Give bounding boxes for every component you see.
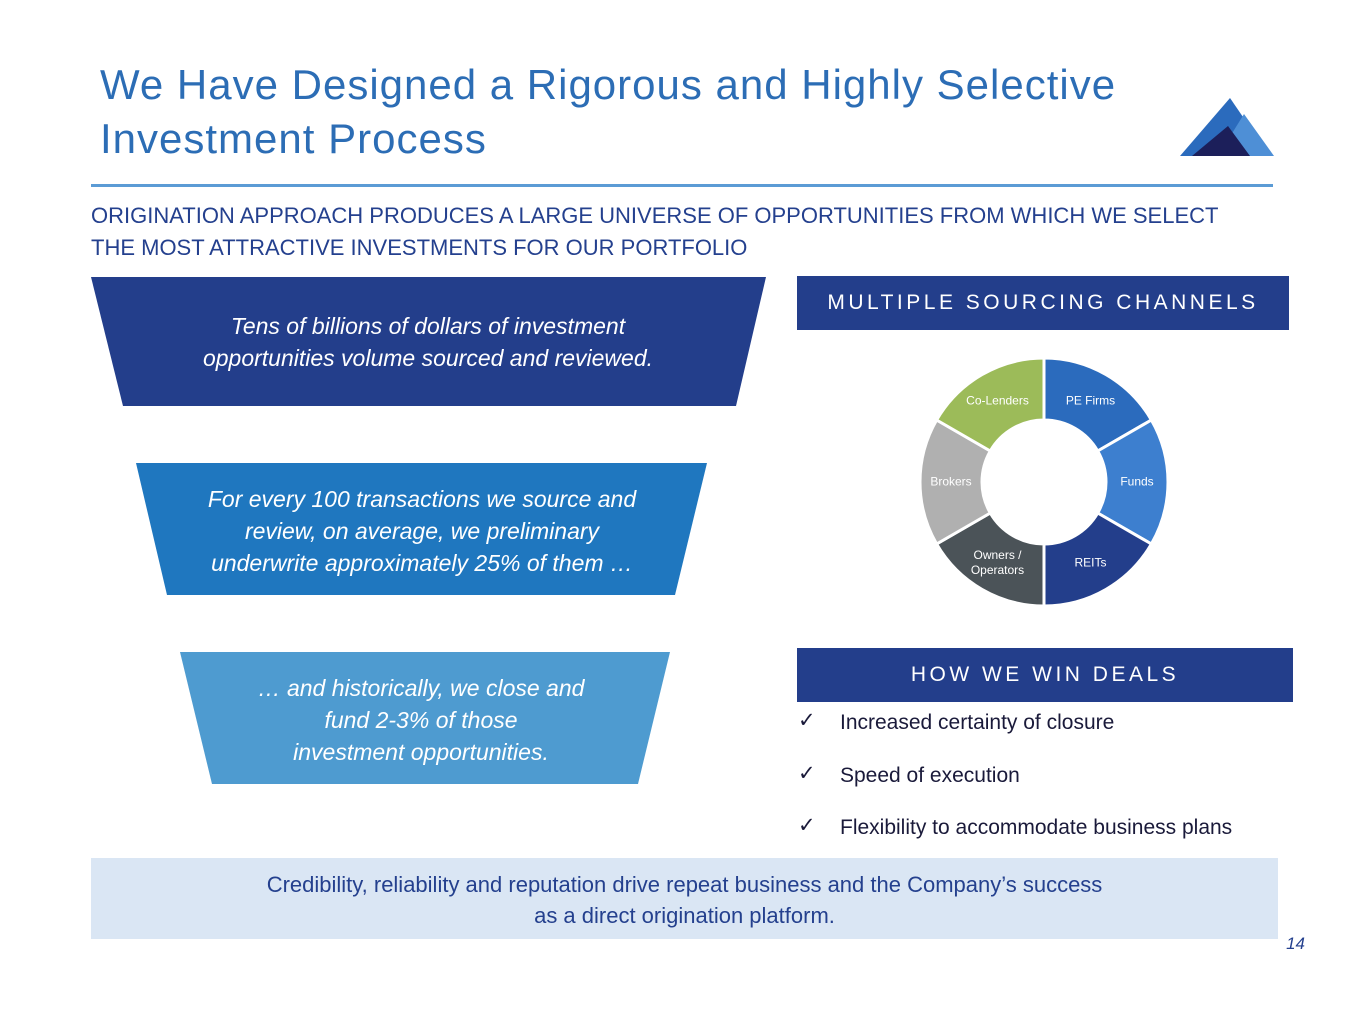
funnel-graphic bbox=[91, 277, 766, 784]
funnel-stage-1-shape bbox=[91, 277, 766, 406]
win-item-label: Speed of execution bbox=[840, 764, 1020, 787]
check-icon: ✓ bbox=[798, 709, 816, 732]
sourcing-channels-heading: MULTIPLE SOURCING CHANNELS bbox=[797, 276, 1289, 330]
win-item-2: ✓ Speed of execution bbox=[798, 761, 1338, 791]
section-subtitle: ORIGINATION APPROACH PRODUCES A LARGE UN… bbox=[91, 203, 1219, 260]
win-item-label: Increased certainty of closure bbox=[840, 711, 1115, 734]
how-we-win-heading: HOW WE WIN DEALS bbox=[797, 648, 1293, 702]
funnel-stage-3-shape bbox=[180, 652, 670, 784]
win-item-3: ✓ Flexibility to accommodate business pl… bbox=[798, 813, 1338, 843]
funnel-stage-2-text: For every 100 transactions we source and… bbox=[207, 486, 637, 576]
funnel-stage-3-text: … and historically, we close and fund 2-… bbox=[257, 675, 585, 765]
check-icon: ✓ bbox=[798, 762, 816, 785]
win-item-label: Flexibility to accommodate business plan… bbox=[840, 816, 1233, 839]
page-number: 14 bbox=[1286, 934, 1305, 953]
funnel-stage-2-shape bbox=[136, 463, 707, 595]
donut-label-funds: Funds bbox=[1120, 474, 1154, 489]
funnel-stage-1-text: Tens of billions of dollars of investmen… bbox=[202, 313, 654, 371]
donut-label-pe-firms: PE Firms bbox=[1065, 393, 1116, 408]
check-icon: ✓ bbox=[798, 814, 816, 837]
donut-label-owners-operators: Owners / Operators bbox=[970, 547, 1025, 577]
win-item-1: ✓ Increased certainty of closure bbox=[798, 708, 1338, 738]
mountain-logo-icon bbox=[1180, 98, 1274, 156]
donut-segment-co-lenders bbox=[934, 356, 1046, 454]
sourcing-donut-chart bbox=[918, 356, 1170, 608]
donut-label-reits: REITs bbox=[1074, 555, 1107, 570]
page-title: We Have Designed a Rigorous and Highly S… bbox=[100, 61, 1117, 162]
footer-callout: Credibility, reliability and reputation … bbox=[91, 858, 1278, 939]
header-divider bbox=[91, 184, 1273, 187]
donut-label-co-lenders: Co-Lenders bbox=[966, 393, 1029, 408]
donut-label-brokers: Brokers bbox=[930, 474, 972, 489]
